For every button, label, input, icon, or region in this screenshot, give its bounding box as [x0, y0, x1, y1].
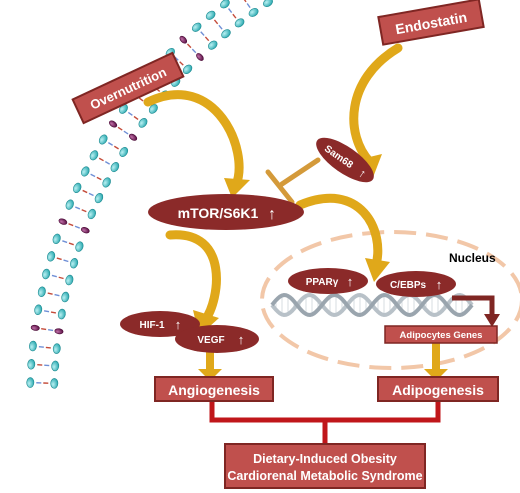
vegf-node: VEGF ↑	[175, 325, 259, 353]
membrane-teal-head	[110, 162, 120, 173]
arrow-to-angiogenesis	[198, 369, 222, 381]
membrane-teal-head	[102, 177, 111, 188]
membrane-teal-head	[29, 340, 37, 352]
membrane-teal-head	[70, 258, 79, 269]
membrane-teal-head	[52, 343, 61, 354]
membrane-teal-head	[89, 150, 99, 161]
hif-up-arrow: ↑	[175, 317, 182, 332]
endostatin-box: Endostatin	[377, 0, 485, 46]
membrane-teal-head	[61, 291, 70, 303]
sam68-inhibits-mtor	[265, 157, 321, 205]
arrowhead-ppar	[365, 258, 390, 282]
membrane-teal-head	[26, 377, 35, 388]
membrane-teal-head	[87, 208, 96, 220]
outcome-line2: Cardiorenal Metabolic Syndrome	[227, 469, 422, 483]
gold-arrows	[143, 43, 403, 325]
membrane-teal-head	[65, 199, 74, 210]
straight-arrows	[198, 341, 448, 381]
membrane-teal-head	[42, 268, 51, 280]
membrane-teal-head	[73, 182, 82, 193]
membrane-purple-head	[179, 35, 188, 44]
cell-membrane	[26, 0, 273, 389]
membrane-teal-head	[248, 8, 259, 17]
overnutrition-box: Overnutrition	[71, 51, 185, 125]
vegf-label: VEGF	[197, 335, 224, 346]
membrane-teal-head	[138, 118, 148, 128]
adipogenesis-box: Adipogenesis	[377, 376, 499, 402]
hif-node: HIF-1 ↑	[120, 311, 200, 337]
arrowhead-mtor	[224, 178, 250, 198]
cebps-up-arrow: ↑	[436, 277, 443, 292]
membrane-teal-head	[98, 134, 108, 145]
membrane-teal-head	[220, 0, 230, 9]
membrane-purple-head	[30, 324, 40, 331]
membrane-teal-head	[205, 10, 216, 20]
membrane-teal-head	[221, 29, 231, 39]
nucleus: Nucleus	[260, 230, 520, 370]
vegf-up-arrow: ↑	[238, 332, 245, 347]
cebps-label: C/EBPs	[390, 280, 427, 291]
membrane-teal-head	[27, 358, 36, 370]
arrow-endostatin-to-sam68	[349, 43, 403, 167]
membrane-teal-head	[37, 286, 46, 298]
membrane-teal-head	[234, 18, 245, 28]
arrow-overnutrition-to-mtor	[143, 90, 244, 190]
membrane-teal-head	[52, 233, 61, 245]
mtor-up-arrow: ↑	[268, 206, 276, 223]
membrane-teal-head	[182, 64, 193, 75]
membrane-teal-head	[192, 22, 202, 32]
membrane-purple-head	[58, 218, 68, 225]
ppar-up-arrow: ↑	[347, 274, 354, 289]
cebps-node: C/EBPs ↑	[376, 271, 456, 297]
membrane-teal-head	[207, 40, 218, 50]
angiogenesis-box: Angiogenesis	[154, 376, 274, 402]
membrane-teal-head	[50, 378, 59, 389]
hif-label: HIF-1	[140, 320, 165, 331]
dna-helix	[270, 292, 474, 318]
membrane-purple-head	[128, 133, 138, 141]
membrane-purple-head	[54, 328, 64, 335]
outcome-box: Dietary-Induced Obesity Cardiorenal Meta…	[224, 443, 426, 489]
arrow-mtor-to-ppar	[295, 193, 383, 270]
membrane-teal-head	[65, 274, 74, 286]
membrane-teal-head	[148, 104, 158, 114]
adipogenesis-label: Adipogenesis	[392, 382, 484, 398]
ppar-label: PPARγ	[306, 277, 339, 288]
membrane-teal-head	[75, 241, 84, 252]
membrane-teal-head	[47, 251, 56, 262]
membrane-purple-head	[196, 53, 204, 61]
outcome-connector	[209, 398, 441, 444]
membrane-teal-head	[51, 360, 60, 372]
outcome-line1: Dietary-Induced Obesity	[253, 452, 397, 466]
membrane-teal-head	[119, 147, 129, 157]
arrowhead-adipocytes-genes	[484, 314, 500, 327]
arrow-to-adipocytes-genes	[452, 295, 495, 318]
membrane-teal-head	[81, 166, 90, 177]
membrane-teal-head	[57, 308, 66, 320]
membrane-teal-head	[263, 0, 273, 7]
adipocytes-genes-box: Adipocytes Genes	[384, 325, 498, 344]
adipocytes-genes-label: Adipocytes Genes	[400, 330, 483, 341]
nucleus-label: Nucleus	[449, 251, 496, 265]
membrane-teal-head	[34, 304, 43, 316]
membrane-purple-head	[108, 120, 118, 128]
membrane-purple-head	[80, 227, 90, 234]
membrane-teal-head	[94, 193, 104, 204]
mtor-label: mTOR/S6K1	[178, 205, 259, 221]
ppar-node: PPARγ ↑	[288, 268, 368, 294]
angiogenesis-label: Angiogenesis	[168, 382, 260, 398]
arrow-mtor-to-vegf	[165, 230, 221, 325]
mtor-node: mTOR/S6K1 ↑	[148, 194, 304, 230]
arrow-to-adipogenesis	[424, 369, 448, 381]
